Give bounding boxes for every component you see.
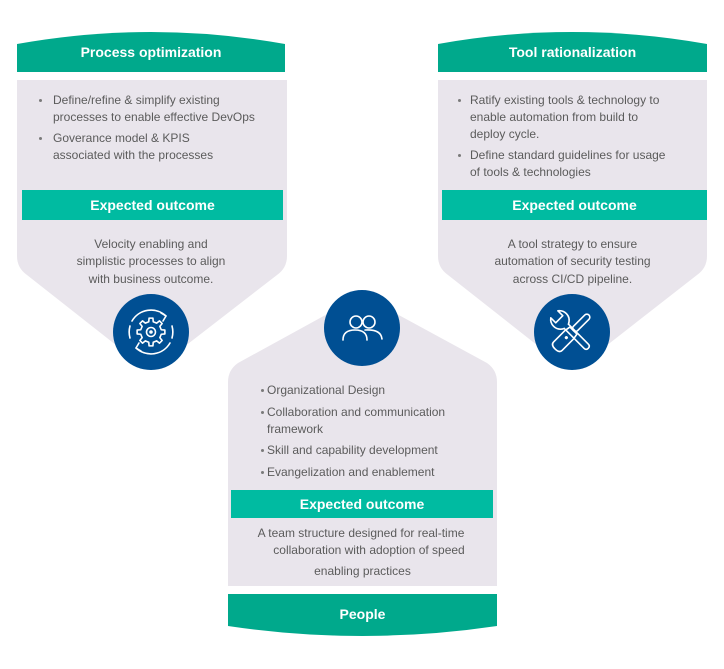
screwdriver-icon <box>551 313 591 353</box>
cycle-arrow-left <box>128 325 131 339</box>
people-footer-bar <box>228 594 497 636</box>
process-outcome-label: Expected outcome <box>90 197 215 213</box>
process-outcome-line-3: with business outcome. <box>88 272 214 286</box>
process-header-bar <box>17 32 285 72</box>
process-panel <box>17 80 287 368</box>
process-title: Process optimization <box>80 44 222 60</box>
tool-panel <box>438 80 707 368</box>
bullet-dot <box>39 137 42 140</box>
bullet-dot <box>261 389 264 392</box>
tool-bullet-2-line-1: Define standard guidelines for usage <box>470 148 666 162</box>
person-shoulders-right <box>364 329 383 340</box>
wrench-icon <box>549 309 591 351</box>
tool-outcome-label: Expected outcome <box>512 197 637 213</box>
people-bullet-3: Skill and capability development <box>267 443 438 457</box>
bullet-dot <box>261 411 264 414</box>
people-outcome-line-3: enabling practices <box>314 564 411 578</box>
process-bullet-1-line-1: Define/refine & simplify existing <box>53 93 220 107</box>
people-bullet-2-line-2: framework <box>267 422 324 436</box>
tools-icon <box>549 309 591 353</box>
process-bullet-2-line-1: Goverance model & KPIS <box>53 131 190 145</box>
bullet-dot <box>458 154 461 157</box>
process-bullet-1-line-2: processes to enable effective DevOps <box>53 110 255 124</box>
tool-outcome-line-3: across CI/CD pipeline. <box>512 272 633 286</box>
tool-bullet-1-line-2: enable automation from build to <box>470 110 639 124</box>
gear-hub <box>145 326 157 338</box>
gear-outline <box>136 317 166 347</box>
tool-header-bar <box>438 32 707 72</box>
gear-cycle-icon <box>128 309 174 355</box>
person-head-left <box>349 315 363 329</box>
people-icon <box>342 315 383 341</box>
bullet-dot <box>458 99 461 102</box>
people-title: People <box>339 606 386 622</box>
tool-outcome-line-1: A tool strategy to ensure <box>507 237 638 251</box>
person-head-right <box>362 315 376 329</box>
process-bullet-2-line-2: associated with the processes <box>53 148 214 162</box>
people-outcome-line-2: collaboration with adoption of speed <box>273 543 465 557</box>
person-shoulders-left <box>342 329 368 341</box>
tool-icon-circle <box>534 294 610 370</box>
tool-bullet-1-line-3: deploy cycle. <box>470 127 540 141</box>
cycle-arrowhead-top <box>160 312 167 322</box>
people-outcome-line-1: A team structure designed for real-time <box>257 526 465 540</box>
tool-bullet-1-line-1: Ratify existing tools & technology to <box>470 93 660 107</box>
tool-title: Tool rationalization <box>508 44 637 60</box>
bullet-dot <box>261 471 264 474</box>
process-outcome-bar <box>22 190 283 220</box>
tool-outcome-line-2: automation of security testing <box>494 254 651 268</box>
bullet-dot <box>39 99 42 102</box>
cycle-arrow-right <box>171 325 174 339</box>
cycle-arrowhead-bottom <box>135 342 142 352</box>
gear-center-dot <box>149 330 153 334</box>
people-outcome-label: Expected outcome <box>299 496 425 512</box>
tool-bullet-2-line-2: of tools & technologies <box>470 165 591 179</box>
process-outcome-line-1: Velocity enabling and <box>94 237 208 251</box>
people-bullet-2-line-1: Collaboration and communication <box>267 405 446 419</box>
people-bullet-4: Evangelization and enablement <box>267 465 435 479</box>
people-outcome-bar <box>231 490 493 518</box>
bullet-dot <box>261 449 264 452</box>
people-bullet-1: Organizational Design <box>267 383 386 397</box>
process-outcome-line-2: simplistic processes to align <box>76 254 226 268</box>
people-icon-circle <box>324 290 400 366</box>
tool-outcome-bar <box>442 190 707 220</box>
